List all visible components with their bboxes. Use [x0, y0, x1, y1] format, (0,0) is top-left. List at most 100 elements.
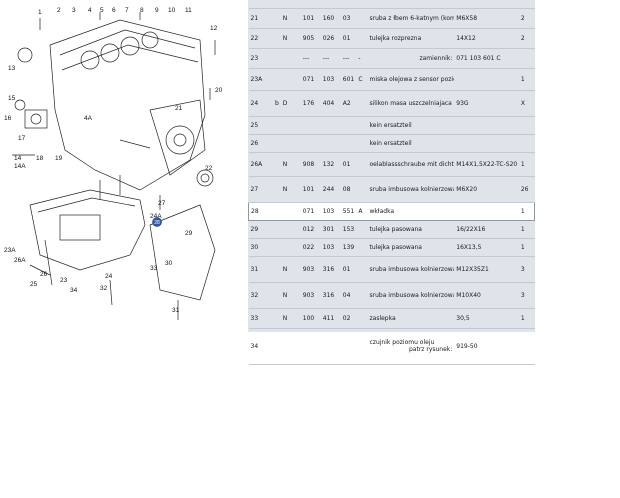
callout-29: 29	[185, 230, 193, 237]
cell-pos	[248, 0, 273, 9]
cell-p1: 022	[300, 238, 321, 257]
cell-p3	[340, 134, 357, 153]
cell-p2	[320, 0, 341, 9]
cell-s	[356, 176, 368, 203]
table-row[interactable]	[248, 0, 535, 9]
cell-s: A	[356, 201, 368, 221]
cell-s: -	[356, 48, 368, 69]
cell-p1: 100	[300, 308, 321, 329]
callout-28: 28	[154, 220, 160, 226]
cell-pos: 28	[247, 201, 273, 221]
cell-s: C	[356, 68, 368, 91]
cell-s	[356, 28, 368, 49]
cell-spec: M12X35Z1	[454, 256, 519, 283]
callout-11: 11	[185, 7, 192, 14]
callout-22: 22	[205, 165, 213, 172]
cell-s	[356, 282, 368, 309]
cell-s	[356, 90, 368, 117]
cell-pos: 26A	[248, 152, 273, 177]
callout-23a: 23A	[4, 247, 16, 254]
cell-i	[272, 152, 281, 177]
cell-desc: zaslepka	[367, 308, 455, 329]
cell-n: N	[280, 8, 301, 29]
callout-28-highlight[interactable]: 28	[152, 217, 162, 227]
cell-p2: 026	[320, 28, 341, 49]
callout-13: 13	[8, 65, 16, 72]
cell-p3: 551	[340, 201, 357, 221]
cell-p2	[320, 328, 341, 365]
cell-n	[280, 116, 301, 135]
cell-n: N	[280, 152, 301, 177]
cell-p3: 01	[340, 28, 357, 49]
cell-spec: 919-50	[454, 328, 519, 365]
callout-21: 21	[175, 105, 183, 112]
callout-12: 12	[210, 25, 218, 32]
cell-desc: sruba z łbem 6-katnym (kombi)	[367, 8, 455, 29]
cell-qty: 2	[518, 8, 535, 29]
callout-14: 14	[14, 155, 22, 162]
cell-p3	[340, 0, 357, 9]
callout-26: 26	[40, 271, 48, 278]
cell-desc: kein ersatzteil	[367, 116, 455, 135]
callout-3: 3	[72, 7, 76, 14]
cell-i	[272, 116, 281, 135]
callout-10: 10	[168, 7, 176, 14]
cell-i	[272, 8, 281, 29]
cell-i	[272, 238, 281, 257]
cell-n: N	[280, 282, 301, 309]
cell-qty: 1	[518, 201, 535, 221]
cell-p2: 316	[320, 282, 341, 309]
callout-18: 18	[36, 155, 44, 162]
cell-desc: oelablassschraube mit dichtring	[367, 152, 455, 177]
cell-n	[280, 68, 301, 91]
cell-p3: 02	[340, 308, 357, 329]
cell-n	[280, 238, 301, 257]
cell-desc: sruba imbusowa kolnierzowa (kombi.)	[367, 176, 455, 203]
cell-i	[272, 48, 281, 69]
cell-i	[272, 68, 281, 91]
cell-pos: 30	[248, 238, 273, 257]
cell-i	[272, 282, 281, 309]
cell-p1	[300, 0, 321, 9]
cell-qty: 3	[518, 282, 535, 309]
cell-spec	[454, 0, 519, 9]
cell-i	[272, 134, 281, 153]
cell-p1	[300, 134, 321, 153]
cell-n: N	[280, 176, 301, 203]
cell-p2	[320, 134, 341, 153]
cell-s	[356, 238, 368, 257]
table-row[interactable]: 23----------zamiennik:071 103 601 C	[248, 48, 535, 69]
callout-4: 4	[88, 7, 92, 14]
cell-desc: tulejka rozprezna	[367, 28, 455, 49]
cell-n	[280, 134, 301, 153]
exploded-parts-diagram: 1 2 3 4 5 6 7 8 9 10 11 12 13 14 14A 15 …	[4, 7, 223, 320]
oil-pan-drawing	[29, 189, 146, 271]
cell-p1: 071	[300, 68, 321, 91]
cell-desc: zamiennik:	[367, 48, 455, 69]
cell-qty: X	[518, 90, 535, 117]
callout-32: 32	[100, 285, 108, 292]
callout-15: 15	[8, 95, 16, 102]
cell-i	[272, 28, 281, 49]
cell-p2: 404	[320, 90, 341, 117]
cell-s	[356, 8, 368, 29]
cell-spec: 16X13,5	[454, 238, 519, 257]
